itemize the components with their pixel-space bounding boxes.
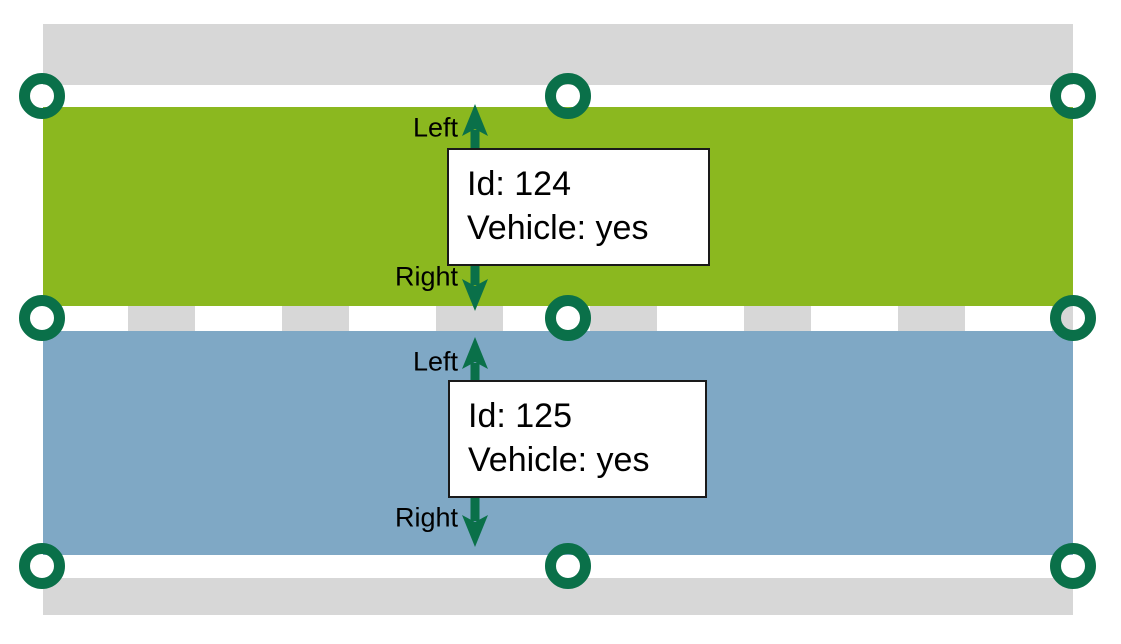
node-middle-left[interactable] xyxy=(19,295,65,341)
vehicle-flag-line: Vehicle: yes xyxy=(467,209,649,247)
vehicle-id-line: Id: 124 xyxy=(467,165,571,204)
node-bottom-left[interactable] xyxy=(19,543,65,589)
node-middle-center[interactable] xyxy=(545,295,591,341)
divider-gap xyxy=(898,306,965,331)
lane-blue-right-label: Right xyxy=(394,502,458,533)
node-bottom-center[interactable] xyxy=(545,543,591,589)
node-top-center[interactable] xyxy=(545,73,591,119)
node-top-left[interactable] xyxy=(19,73,65,119)
divider-gap xyxy=(744,306,811,331)
divider-gap xyxy=(128,306,195,331)
node-middle-right[interactable] xyxy=(1050,295,1096,341)
vehicle-info-box-125[interactable]: Id: 125 Vehicle: yes xyxy=(448,380,707,498)
node-bottom-right[interactable] xyxy=(1050,543,1096,589)
divider-gap xyxy=(282,306,349,331)
divider-gap xyxy=(590,306,657,331)
node-top-right[interactable] xyxy=(1050,73,1096,119)
lane-blue-left-label: Left xyxy=(412,346,458,377)
lane-green-right-label: Right xyxy=(394,261,458,292)
lane-green-left-label: Left xyxy=(412,112,458,143)
vehicle-info-box-124[interactable]: Id: 124 Vehicle: yes xyxy=(447,148,710,266)
divider-gap xyxy=(436,306,503,331)
vehicle-flag-line: Vehicle: yes xyxy=(468,441,650,479)
vehicle-id-line: Id: 125 xyxy=(468,397,572,436)
